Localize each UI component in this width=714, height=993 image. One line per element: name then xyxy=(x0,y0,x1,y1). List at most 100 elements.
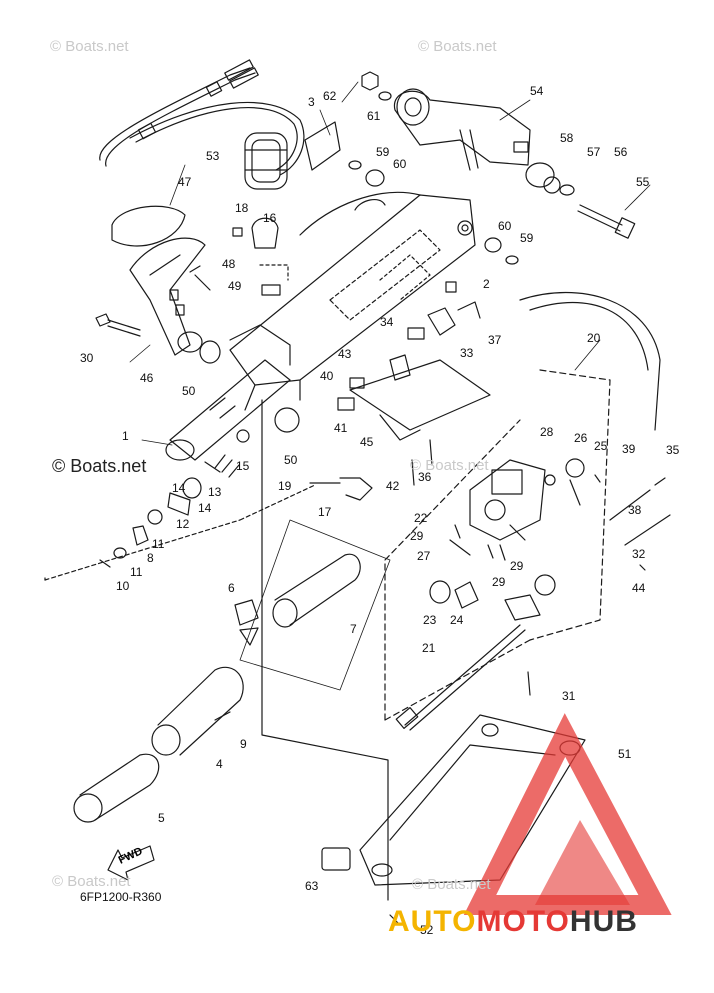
screw-48 xyxy=(189,265,211,291)
brand-wordmark: AUTOMOTOHUB xyxy=(388,905,638,939)
pad-34 xyxy=(407,327,425,340)
watermark-mid-right: © Boats.net xyxy=(410,457,489,474)
washer-15 xyxy=(236,429,250,443)
clip-2 xyxy=(445,281,457,293)
part-label: 7 xyxy=(350,622,357,636)
part-label: 12 xyxy=(176,517,190,531)
nut-18 xyxy=(232,227,243,237)
part-label: 44 xyxy=(632,581,646,595)
part-label: 13 xyxy=(208,485,222,499)
part-label: 48 xyxy=(222,257,236,271)
part-label: 11 xyxy=(130,565,143,579)
part-label: 60 xyxy=(498,219,512,233)
washer-59-upper xyxy=(348,160,362,170)
bolt-31 xyxy=(527,671,531,696)
automotohub-logo xyxy=(463,713,672,915)
part-label: 45 xyxy=(360,435,374,449)
holder-16 xyxy=(251,217,279,249)
clamp-63 xyxy=(321,847,351,871)
pad-49 xyxy=(261,284,281,296)
part-label: 10 xyxy=(116,579,130,593)
part-label: 1 xyxy=(122,429,129,443)
part-label: 63 xyxy=(305,879,319,893)
part-label: 36 xyxy=(418,470,432,484)
washer-24 xyxy=(429,580,451,604)
part-label: 56 xyxy=(614,145,628,159)
rod-38 xyxy=(609,489,651,521)
part-label: 46 xyxy=(140,371,154,385)
pin-10 xyxy=(99,559,111,568)
part-6 xyxy=(234,599,259,626)
part-label: 53 xyxy=(206,149,220,163)
part-label: 32 xyxy=(632,547,646,561)
part-label: 18 xyxy=(235,201,249,215)
bolts-29 xyxy=(454,524,506,561)
washer-61 xyxy=(378,91,392,101)
part-label: 35 xyxy=(666,443,680,457)
part-label: 19 xyxy=(278,479,292,493)
grip-5 xyxy=(73,753,160,823)
part-label: 42 xyxy=(386,479,400,493)
part-6b xyxy=(239,627,259,646)
part-label: 49 xyxy=(228,279,242,293)
bolt-42 xyxy=(411,459,415,486)
plate-3 xyxy=(304,121,341,171)
part-label: 34 xyxy=(380,315,394,329)
bushing-60-upper xyxy=(365,169,385,187)
throttle-shaft-7 xyxy=(272,553,361,628)
part-label: 40 xyxy=(320,369,334,383)
part-label: 61 xyxy=(367,109,381,123)
part-label: 52 xyxy=(420,923,434,937)
clip-44 xyxy=(639,564,646,571)
steering-bracket xyxy=(229,191,476,411)
part-label: 43 xyxy=(338,347,352,361)
part-label: 31 xyxy=(562,689,576,703)
part-label: 51 xyxy=(618,747,632,761)
shift-mechanism xyxy=(469,459,546,541)
brand-part1: AUTO xyxy=(388,905,477,938)
part-label: 59 xyxy=(376,145,390,159)
part-label: 39 xyxy=(622,442,636,456)
part-label: 21 xyxy=(422,641,436,655)
handle-bracket-46 xyxy=(129,237,206,356)
part-label: 14 xyxy=(172,481,186,495)
fwd-arrow xyxy=(107,845,155,881)
washer-59-lower xyxy=(505,255,519,265)
part-label: 16 xyxy=(263,211,277,225)
part-label: 58 xyxy=(560,131,574,145)
bracket-45 xyxy=(337,359,491,441)
spring-14-lower xyxy=(214,454,240,478)
part-label: 47 xyxy=(178,175,192,189)
part-label: 27 xyxy=(417,549,431,563)
cover-47 xyxy=(111,205,186,247)
bushing-50-upper xyxy=(199,340,221,364)
adjuster-8 xyxy=(132,525,149,546)
throttle-cables xyxy=(99,59,305,176)
gear-26 xyxy=(565,458,585,478)
clip-43 xyxy=(389,354,411,381)
part-label: 28 xyxy=(540,425,554,439)
part-label: 55 xyxy=(636,175,650,189)
lever-26 xyxy=(569,479,581,506)
washer-13 xyxy=(182,477,202,499)
part-label: 29 xyxy=(492,575,506,589)
bushing-58 xyxy=(525,162,555,188)
nut-28 xyxy=(544,474,556,486)
bushing-50-lower xyxy=(274,407,300,433)
part-label: 37 xyxy=(488,333,502,347)
diagram-code: 6FP1200-R360 xyxy=(80,890,162,904)
part-label: 23 xyxy=(423,613,437,627)
washer-56 xyxy=(559,184,575,196)
watermark-top-left: © Boats.net xyxy=(50,38,129,55)
part-label: 11 xyxy=(152,537,165,551)
bushing-12 xyxy=(167,492,191,516)
washer-11-lower xyxy=(113,547,127,559)
bushing-60-lower xyxy=(484,237,502,253)
part-label: 62 xyxy=(323,89,337,103)
clip-35 xyxy=(654,477,666,486)
clip-33 xyxy=(427,307,456,336)
bolt-30 xyxy=(95,313,141,337)
washer-11-upper xyxy=(147,509,163,525)
